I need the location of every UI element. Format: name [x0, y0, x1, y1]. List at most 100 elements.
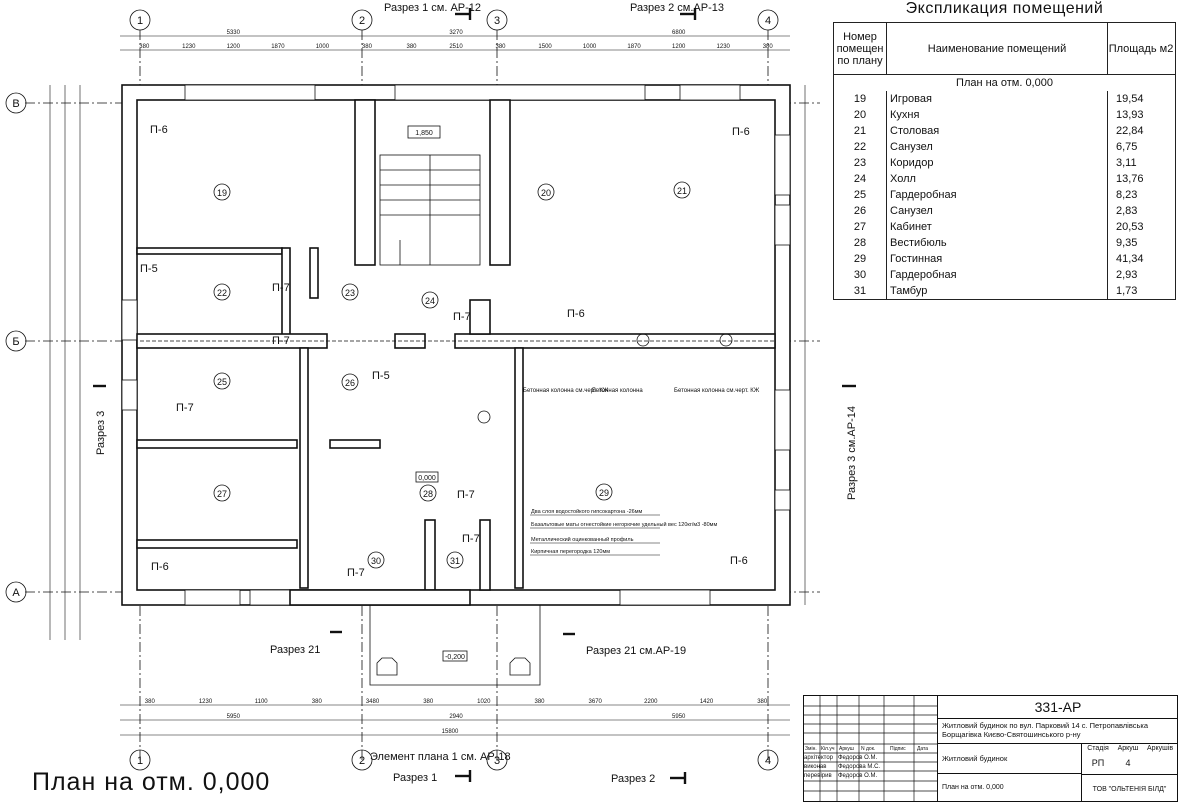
room-number: 23: [345, 288, 355, 298]
column-note: Бетонная колонна см.черт. КЖ: [523, 388, 609, 394]
dimension-label: 1100: [255, 699, 269, 705]
sheets-label: Аркушів: [1146, 745, 1174, 752]
overall-dimension: 15800: [442, 729, 459, 735]
explication-cell-n: 31: [833, 283, 887, 300]
dimension-label: 380: [362, 44, 373, 50]
dimension-label: 3670: [589, 699, 603, 705]
axis-label: 3: [494, 15, 500, 27]
svg-text:П-6: П-6: [150, 124, 168, 136]
explication-cell-name: Гардеробная: [886, 187, 1108, 203]
col-header-number: Номер помещен по плану: [833, 22, 887, 75]
explication-cell-name: Гостинная: [886, 251, 1108, 267]
dimension-label: 1020: [477, 699, 491, 705]
dimension-label: 2200: [644, 699, 658, 705]
explication-cell-name: Столовая: [886, 123, 1108, 139]
plan-name: План на отм. 0,000: [937, 774, 1081, 801]
svg-text:П-6: П-6: [151, 561, 169, 573]
explication-cell-n: 30: [833, 267, 887, 283]
dimension-label: 1870: [627, 44, 641, 50]
axis-label: В: [12, 98, 19, 110]
dimension-label: 380: [534, 699, 545, 705]
explication-cell-n: 23: [833, 155, 887, 171]
porch-level: -0,200: [445, 654, 465, 661]
dimension-label: 380: [145, 699, 156, 705]
explication-title: Экспликация помещений: [905, 0, 1104, 17]
room-number: 28: [423, 489, 433, 499]
section-label: Элемент плана 1 см. АР-18: [370, 751, 511, 763]
svg-text:П-7: П-7: [272, 282, 290, 294]
explication-cell-area: 22,84: [1107, 123, 1176, 139]
explication-cell-area: 1,73: [1107, 283, 1176, 300]
dimension-label: 380: [423, 699, 434, 705]
svg-text:П-7: П-7: [347, 567, 365, 579]
dimension-label: 1870: [271, 44, 285, 50]
explication-cell-area: 8,23: [1107, 187, 1176, 203]
section-label: Разрез 2: [611, 773, 655, 785]
explication-cell-n: 24: [833, 171, 887, 187]
col-header-name: Наименование помещений: [886, 22, 1108, 75]
explication-cell-area: 13,76: [1107, 171, 1176, 187]
title-block: Змін. Кіл.уч Аркуш N док. Підпис Дата ар…: [803, 695, 1178, 802]
stamp-person: Федорова М.С.: [838, 764, 880, 770]
explication-cell-n: 27: [833, 219, 887, 235]
stamp-role: архітектор: [804, 755, 834, 761]
svg-text:П-7: П-7: [462, 533, 480, 545]
explication-cell-area: 41,34: [1107, 251, 1176, 267]
dimension-label: 3270: [449, 30, 463, 36]
section-label: Разрез 21 см.АР-19: [586, 645, 686, 657]
axis-label: 2: [359, 755, 365, 767]
explication-cell-n: 26: [833, 203, 887, 219]
explication-cell-area: 2,93: [1107, 267, 1176, 283]
explication-cell-name: Гардеробная: [886, 267, 1108, 283]
stamp-grid: Змін. Кіл.уч Аркуш N док. Підпис Дата ар…: [804, 696, 937, 801]
room-number: 31: [450, 556, 460, 566]
col-header-area: Площадь м2: [1107, 22, 1176, 75]
explication-cell-name: Вестибюль: [886, 235, 1108, 251]
dimension-label: 3480: [366, 699, 380, 705]
building-name: Житловий будинок: [937, 744, 1081, 774]
stamp-person: Федоров О.М.: [838, 755, 877, 761]
axis-label: 1: [137, 755, 143, 767]
section-label: Разрез 1 см. АР-12: [384, 2, 481, 14]
svg-text:П-6: П-6: [730, 555, 748, 567]
floor-level: 0,000: [418, 475, 436, 482]
axis-markers: 1 2 3 4 1 2 3 4 В Б А: [5, 9, 779, 771]
dimension-label: 5950: [672, 714, 686, 720]
explication-cell-n: 28: [833, 235, 887, 251]
dimension-label: 380: [406, 44, 417, 50]
wall-layers-callout: Два слоя водостойкого гипсокартона -26мм…: [530, 508, 717, 556]
explication-cell-n: 21: [833, 123, 887, 139]
explication-cell-area: 20,53: [1107, 219, 1176, 235]
room-number: 19: [217, 188, 227, 198]
columns: [140, 333, 775, 424]
svg-text:П-7: П-7: [453, 311, 471, 323]
dimension-label: 2510: [449, 44, 463, 50]
stair: [379, 125, 481, 266]
svg-text:П-5: П-5: [372, 370, 390, 382]
porch: [369, 605, 541, 686]
dimension-label: 380: [495, 44, 506, 50]
svg-text:П-5: П-5: [140, 263, 158, 275]
stamp-header: N док.: [861, 746, 875, 752]
project-address: Житловий будинок по вул. Парковий 14 с. …: [937, 718, 1177, 744]
stamp-header: Дата: [917, 746, 928, 752]
dimension-lines: [49, 35, 806, 736]
stage-label: Стадія: [1087, 745, 1109, 752]
section-label: Разрез 3 см.АР-14: [846, 406, 858, 500]
stamp-person: Федоров О.М.: [838, 773, 877, 779]
axis-label: 4: [765, 755, 771, 767]
column-note: Бетонная колонна см.черт. КЖ: [674, 388, 760, 394]
dimension-label: 6800: [672, 30, 686, 36]
explication-cell-n: 22: [833, 139, 887, 155]
explication-cell-n: 29: [833, 251, 887, 267]
